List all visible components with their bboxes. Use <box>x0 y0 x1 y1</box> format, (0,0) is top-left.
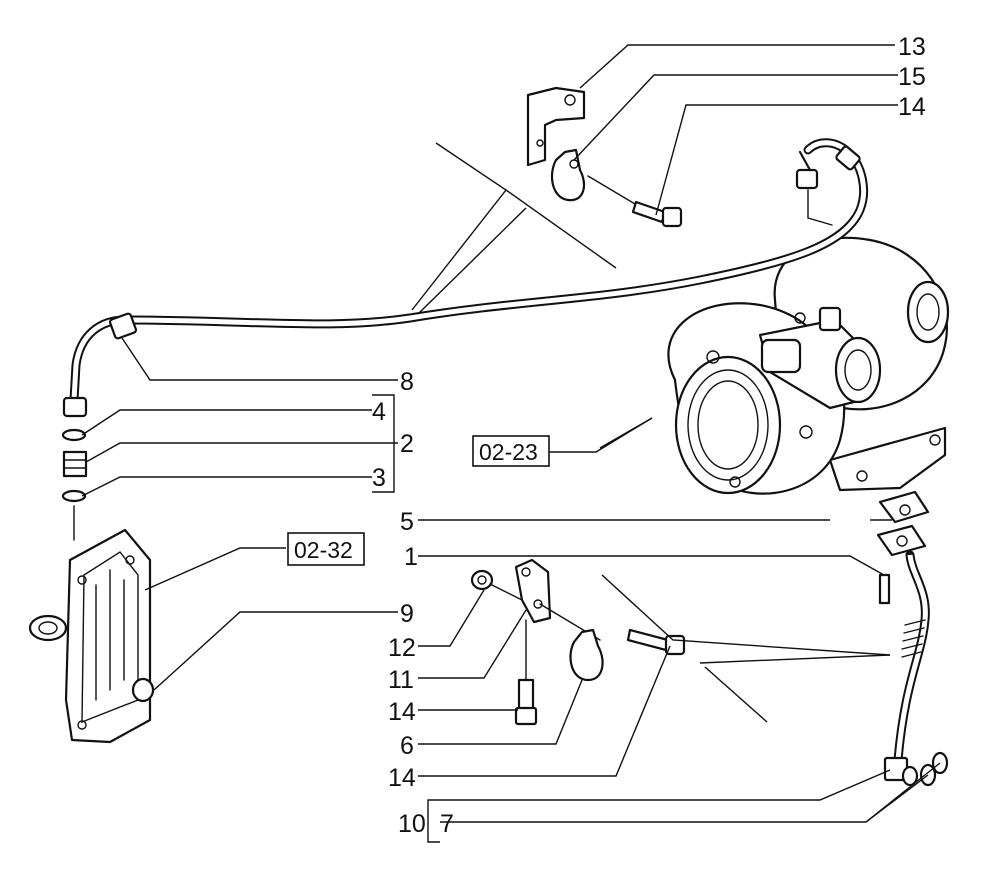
oil-filter-cover <box>28 528 152 744</box>
callout-1: 1 <box>404 543 418 571</box>
callout-7: 7 <box>440 810 454 838</box>
bracket-13 <box>526 86 586 167</box>
screw-14-vertical <box>514 619 538 726</box>
union-adapter-2 <box>61 428 88 541</box>
plug-9 <box>131 677 155 703</box>
clamp-15 <box>550 148 586 202</box>
screw-14-horizontal <box>626 628 686 656</box>
callout-14-low: 14 <box>388 764 416 792</box>
callout-10: 10 <box>398 810 426 838</box>
callout-13: 13 <box>898 33 926 61</box>
stud-1 <box>878 573 891 605</box>
callout-9: 9 <box>400 600 414 628</box>
bracket-11 <box>514 558 552 624</box>
indicator-lines <box>411 142 891 723</box>
callout-3: 3 <box>372 464 386 492</box>
reference-box-turbocharger: 02-23 <box>472 417 653 467</box>
reference-cover: 02-32 <box>294 537 353 563</box>
callout-14-mid: 14 <box>388 698 416 726</box>
gasket-5 <box>876 490 930 557</box>
drain-pipe-7 <box>883 550 930 787</box>
callout-15: 15 <box>898 63 926 91</box>
reference-turbocharger: 02-23 <box>479 439 538 465</box>
callout-5: 5 <box>400 508 414 536</box>
turbocharger <box>667 236 950 495</box>
callout-12: 12 <box>388 634 416 662</box>
clamp-6 <box>569 628 604 682</box>
callout-labels: 13 15 14 8 4 2 3 5 1 9 12 11 14 6 14 10 … <box>372 33 926 838</box>
nut-12 <box>470 569 494 591</box>
callout-8: 8 <box>400 368 414 396</box>
screw-14-top <box>587 175 683 228</box>
callout-11: 11 <box>388 666 414 694</box>
callout-6: 6 <box>400 732 414 760</box>
seals-10 <box>919 751 949 787</box>
callout-2: 2 <box>400 430 414 458</box>
reference-box-cover: 02-32 <box>287 532 365 566</box>
assembly-line-1 <box>489 583 523 601</box>
callout-14-top: 14 <box>898 93 926 121</box>
callout-4: 4 <box>372 398 386 426</box>
